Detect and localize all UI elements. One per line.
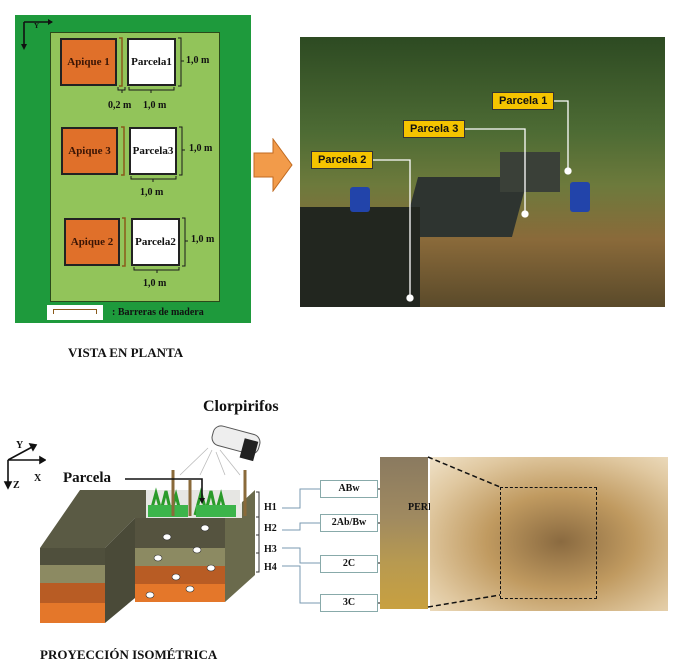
parcela-label: Parcela <box>63 470 112 486</box>
photo-leader-lines <box>345 100 572 302</box>
layer-3c: 3C <box>320 594 378 612</box>
soil-profile-photo <box>380 457 428 609</box>
parcela-1: Parcela1 <box>127 38 176 86</box>
dim-parcela3-width: 1,0 m <box>140 187 164 198</box>
zoom-dashed-lines <box>427 456 501 608</box>
dim-parcela3-height: 1,0 m <box>189 143 213 154</box>
horizon-h1: H1 <box>264 502 277 513</box>
parcela-3: Parcela3 <box>129 127 177 175</box>
field-photo <box>300 37 665 307</box>
dim-parcela1-width: 1,0 m <box>143 100 167 111</box>
horizon-h3: H3 <box>264 544 277 555</box>
perfil-label: PERFIL <box>408 502 445 513</box>
dimension-brackets <box>117 37 188 273</box>
apique-3: Apique 3 <box>61 127 118 175</box>
iso-title: Clorpirifos <box>203 398 279 415</box>
parcela-2: Parcela2 <box>131 218 180 266</box>
apique-2: Apique 2 <box>64 218 120 266</box>
dim-parcela2-height: 1,0 m <box>191 234 215 245</box>
axis-z: Z <box>13 480 20 491</box>
arrow-right-icon <box>253 138 293 192</box>
iso-axes-icon <box>3 442 46 490</box>
axis-x: X <box>34 473 42 484</box>
axis-y: Y <box>16 440 24 451</box>
legend-label: : Barreras de madera <box>112 307 204 318</box>
iso-caption: PROYECCIÓN ISOMÉTRICA <box>40 647 218 662</box>
soil-pit-photo <box>430 457 668 611</box>
sprayer-icon <box>211 425 261 462</box>
photo-tag-parcela-3: Parcela 3 <box>403 120 466 138</box>
horizon-h4: H4 <box>264 562 277 573</box>
apique-1: Apique 1 <box>60 38 117 86</box>
dim-parcela1-height: 1,0 m <box>186 55 210 66</box>
dim-gap: 0,2 m <box>108 100 132 111</box>
photo-tag-parcela-2: Parcela 2 <box>311 151 374 169</box>
dim-parcela2-width: 1,0 m <box>143 278 167 289</box>
legend-swatch <box>47 305 103 320</box>
horizon-h2: H2 <box>264 523 277 534</box>
layer-2c: 2C <box>320 555 378 573</box>
isometric-soil-block <box>40 425 261 623</box>
photo-tag-parcela-1: Parcela 1 <box>492 92 555 110</box>
layer-2ab-bw: 2Ab/Bw <box>320 514 378 532</box>
layer-abw: ABw <box>320 480 378 498</box>
plan-caption: VISTA EN PLANTA <box>68 345 184 360</box>
axis-y-label: Y <box>34 22 40 30</box>
plan-axes-icon <box>21 19 53 50</box>
